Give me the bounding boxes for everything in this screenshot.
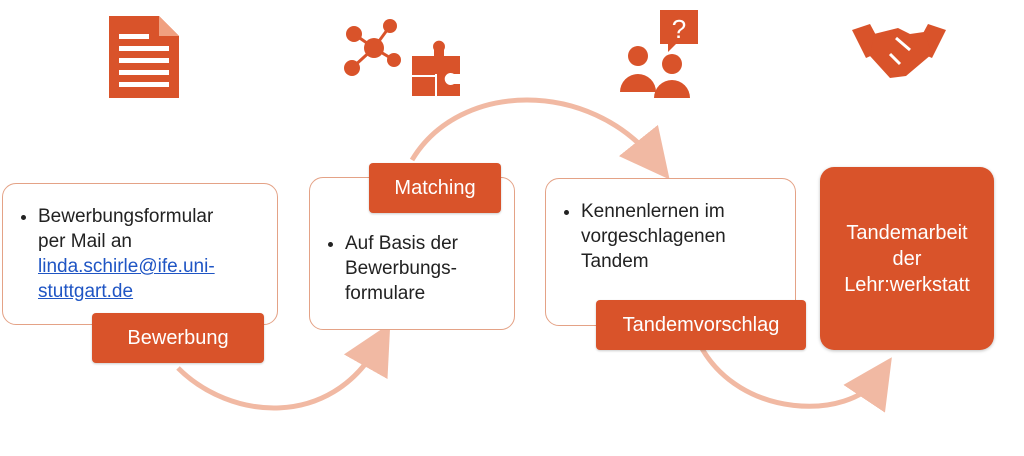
tandemvorschlag-line1: Kennenlernen im [581, 201, 725, 222]
tandemarbeit-box: Tandemarbeit der Lehr:werkstatt [820, 167, 994, 350]
tandemarbeit-line3: Lehr:werkstatt [844, 273, 970, 296]
matching-tag: Matching [369, 163, 501, 213]
bewerbung-tag: Bewerbung [92, 313, 264, 363]
handshake-icon [850, 20, 948, 84]
arrow-tandemvorschlag-to-final [697, 343, 892, 413]
bewerbung-description: Bewerbungsformular per Mail an linda.sch… [20, 204, 272, 304]
email-link[interactable]: linda.schirle@ife.uni-stuttgart.de [38, 256, 215, 302]
matching-line2: Bewerbungs- [345, 258, 457, 279]
svg-text:?: ? [672, 14, 686, 44]
tandemvorschlag-tag: Tandemvorschlag [596, 300, 806, 350]
arrow-matching-to-tandemvorschlag [409, 97, 670, 180]
matching-line3: formulare [345, 283, 426, 304]
matching-description: Auf Basis der Bewerbungs- formulare [327, 231, 513, 306]
arrow-bewerbung-to-matching [176, 323, 391, 411]
tandemarbeit-line1: Tandemarbeit [846, 221, 968, 244]
tandemarbeit-line2: der [892, 247, 922, 270]
matching-line1: Auf Basis der [345, 233, 458, 254]
tandemvorschlag-description: Kennenlernen im vorgeschlagenen Tandem [563, 199, 791, 274]
question-people-icon: ? [620, 8, 700, 98]
bewerbung-card [2, 183, 278, 325]
network-puzzle-icon [332, 12, 464, 98]
tandemvorschlag-line2: vorgeschlagenen [581, 226, 726, 247]
tandemvorschlag-line3: Tandem [581, 251, 649, 272]
bewerbung-line1: Bewerbungsformular [38, 206, 214, 227]
document-icon [107, 14, 181, 100]
bewerbung-line2: per Mail an [38, 231, 132, 252]
